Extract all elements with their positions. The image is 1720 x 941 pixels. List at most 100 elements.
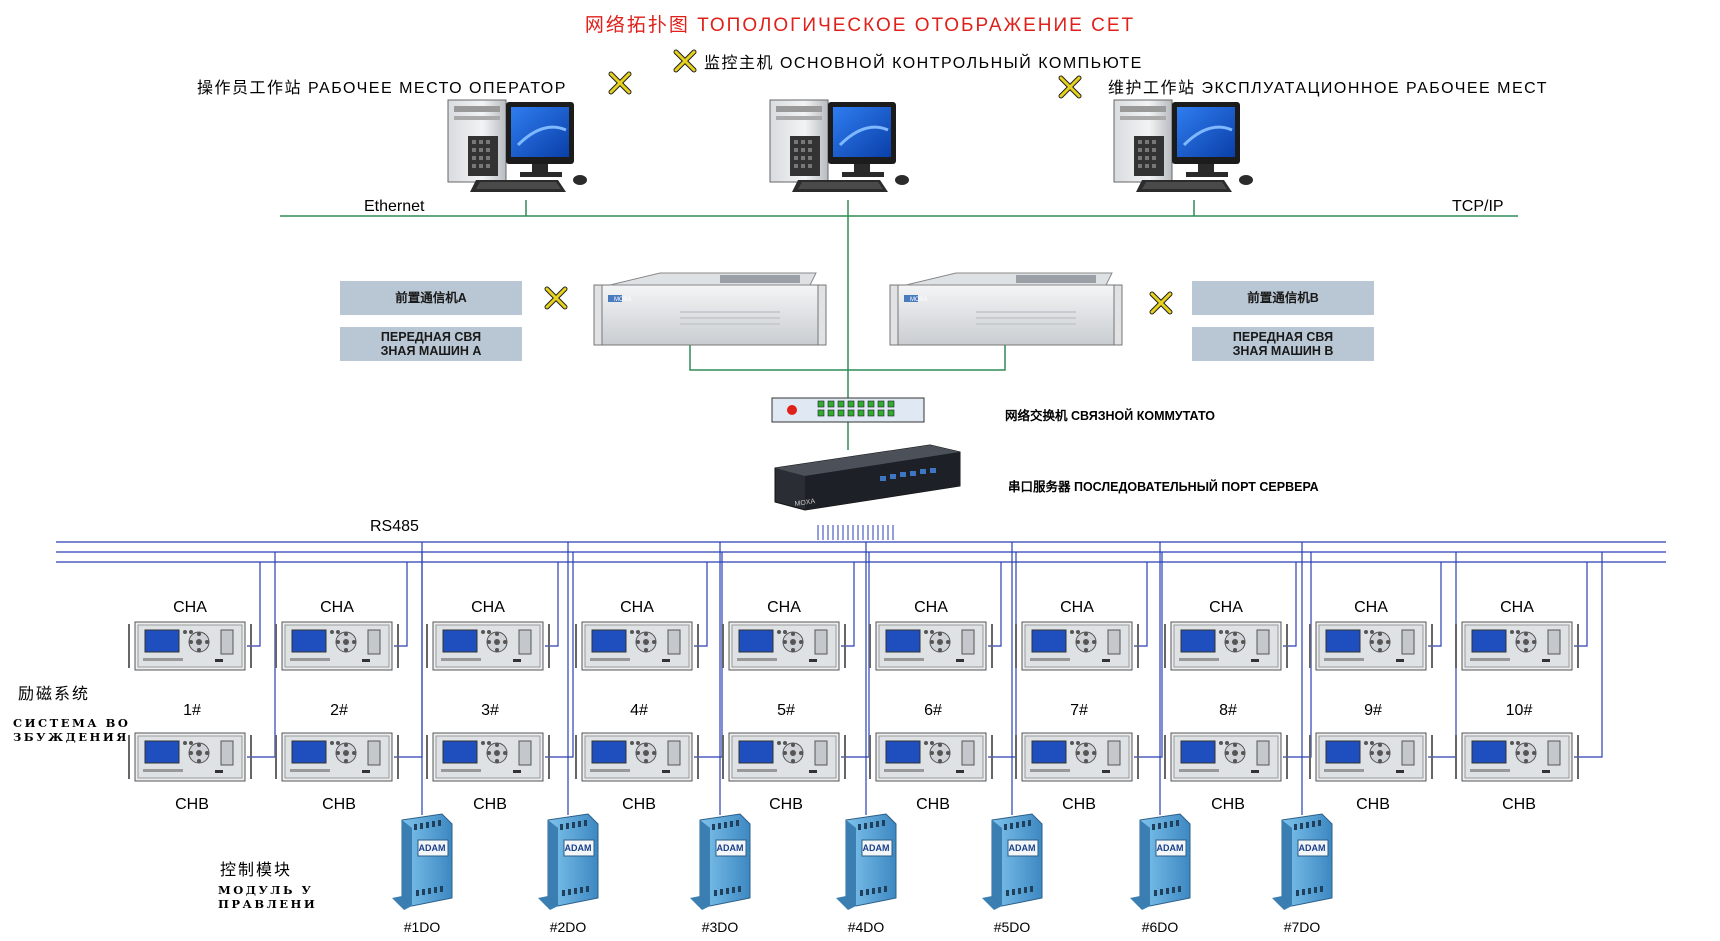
- channel-index-label: 4#: [630, 702, 648, 719]
- channel-b-unit-10: [1455, 732, 1579, 782]
- channel-a-bus-link: [1283, 562, 1297, 647]
- channel-a-bus-link: [1134, 562, 1148, 647]
- switch-port: [877, 400, 885, 408]
- adam-brand-label: ADAM: [863, 843, 890, 853]
- do-module-label: #2DO: [550, 919, 587, 935]
- channel-b-bus-link: [1574, 552, 1603, 758]
- switch-port: [847, 409, 855, 417]
- channel-b-unit-8: [1164, 732, 1288, 782]
- channel-a-label: CHA: [1354, 599, 1388, 616]
- front-comm-a-brand: MOXA: [614, 297, 632, 303]
- channel-a-bus-link: [694, 562, 708, 647]
- maintenance-station-label: 维护工作站 ЭКСПЛУАТАЦИОННОЕ РАБОЧЕЕ МЕСТ: [1108, 80, 1548, 97]
- adam-brand-label: ADAM: [419, 843, 446, 853]
- do-module-label: #1DO: [404, 919, 441, 935]
- channel-b-unit-9: [1309, 732, 1433, 782]
- channel-b-unit-2: [275, 732, 399, 782]
- front-comm-a-zh-box: 前置通信机A: [340, 281, 522, 315]
- switch-port: [847, 400, 855, 408]
- channel-b-unit-1: [128, 732, 252, 782]
- adam-brand-label: ADAM: [1009, 843, 1036, 853]
- channel-index-label: 1#: [183, 702, 201, 719]
- switch-port: [817, 400, 825, 408]
- front-comm-b-brand: MOXA: [910, 297, 928, 303]
- channel-a-unit-9: [1309, 621, 1433, 671]
- operator-workstation-image: [446, 98, 589, 194]
- serial-server-label: 串口服务器 ПОСЛЕДОВАТЕЛЬНЫЙ ПОРТ СЕРВЕРА: [1008, 480, 1319, 494]
- control-module-zh: 控制模块: [220, 862, 293, 879]
- channel-index-label: 2#: [330, 702, 348, 719]
- adam-do-module-3: [689, 813, 751, 911]
- front-comm-b-cross-marker-icon: [1152, 294, 1170, 312]
- switch-port: [857, 400, 865, 408]
- front-comm-a-zh: 前置通信机A: [395, 291, 467, 305]
- channel-b-unit-4: [575, 732, 699, 782]
- channel-a-bus-link: [394, 562, 408, 647]
- excitation-system-zh: 励磁系统: [18, 686, 91, 703]
- channel-a-label: CHA: [767, 599, 801, 616]
- front-comm-b-ru-line2: ЗНАЯ МАШИН В: [1232, 344, 1334, 358]
- switch-port: [837, 409, 845, 417]
- diagram-title: 网络拓扑图 ТОПОЛОГИЧЕСКОЕ ОТОБРАЖЕНИЕ СЕТ: [584, 15, 1136, 36]
- maintenance-cross-marker-icon: [1061, 78, 1079, 96]
- adam-brand-label: ADAM: [1299, 843, 1326, 853]
- channel-b-label: CHB: [622, 796, 656, 813]
- channel-b-label: CHB: [769, 796, 803, 813]
- channel-a-unit-8: [1164, 621, 1288, 671]
- do-module-label: #3DO: [702, 919, 739, 935]
- channel-index-label: 10#: [1506, 702, 1533, 719]
- network-switch-image: [771, 397, 925, 423]
- monitor-host-label: 监控主机 ОСНОВНОЙ КОНТРОЛЬНЫЙ КОМПЬЮТЕ: [704, 55, 1143, 72]
- excitation-system-ru-line2: ЗБУЖДЕНИЯ: [13, 730, 129, 744]
- channel-a-label: CHA: [1060, 599, 1094, 616]
- channel-a-bus-link: [988, 562, 1002, 647]
- channel-a-bus-link: [1428, 562, 1442, 647]
- do-module-label: #7DO: [1284, 919, 1321, 935]
- adam-do-module-4: [835, 813, 897, 911]
- adam-do-module-1: [391, 813, 453, 911]
- channel-a-bus-link: [841, 562, 855, 647]
- channel-index-label: 5#: [777, 702, 795, 719]
- channel-a-bus-link: [545, 562, 559, 647]
- tcpip-label: TCP/IP: [1452, 198, 1504, 215]
- control-module-ru-line2: ПРАВЛЕНИ: [218, 897, 318, 911]
- channel-a-label: CHA: [1500, 599, 1534, 616]
- do-module-label: #4DO: [848, 919, 885, 935]
- switch-port: [827, 400, 835, 408]
- channel-b-label: CHB: [1502, 796, 1536, 813]
- channel-a-unit-7: [1015, 621, 1139, 671]
- switch-port: [817, 409, 825, 417]
- channel-a-bus-link: [247, 562, 261, 647]
- network-switch-label: 网络交换机 СВЯЗНОЙ КОММУТАТО: [1005, 409, 1215, 423]
- adam-do-module-5: [981, 813, 1043, 911]
- do-module-label: #5DO: [994, 919, 1031, 935]
- front-comm-a-ru-line1: ПЕРЕДНАЯ СВЯ: [380, 330, 482, 344]
- monitor-host-image: [768, 98, 911, 194]
- channel-b-label: CHB: [322, 796, 356, 813]
- channel-index-label: 3#: [481, 702, 499, 719]
- channel-a-unit-2: [275, 621, 399, 671]
- operator-station-label: 操作员工作站 РАБОЧЕЕ МЕСТО ОПЕРАТОР: [197, 80, 567, 97]
- front-comm-b-ru-box: ПЕРЕДНАЯ СВЯ ЗНАЯ МАШИН В: [1192, 327, 1374, 361]
- excitation-system-ru: СИСТЕМА ВО ЗБУЖДЕНИЯ: [13, 716, 130, 744]
- front-comm-a-ru-box: ПЕРЕДНАЯ СВЯ ЗНАЯ МАШИН А: [340, 327, 522, 361]
- switch-port: [887, 400, 895, 408]
- ethernet-label: Ethernet: [364, 198, 425, 215]
- rs485-label: RS485: [370, 518, 419, 535]
- channel-b-bus-link: [1134, 552, 1163, 758]
- front-comm-b-ru-line1: ПЕРЕДНАЯ СВЯ: [1232, 330, 1334, 344]
- switch-status-led: [787, 405, 797, 415]
- front-comm-a-rack-image: [593, 272, 827, 346]
- channel-a-label: CHA: [471, 599, 505, 616]
- channel-b-label: CHB: [473, 796, 507, 813]
- switch-port: [837, 400, 845, 408]
- channel-b-label: CHB: [916, 796, 950, 813]
- front-comm-a-ru-line2: ЗНАЯ МАШИН А: [380, 344, 482, 358]
- switch-port: [887, 409, 895, 417]
- channel-a-unit-3: [426, 621, 550, 671]
- adam-do-module-6: [1129, 813, 1191, 911]
- channel-b-label: CHB: [1211, 796, 1245, 813]
- channel-b-label: CHB: [1356, 796, 1390, 813]
- maintenance-workstation-image: [1112, 98, 1255, 194]
